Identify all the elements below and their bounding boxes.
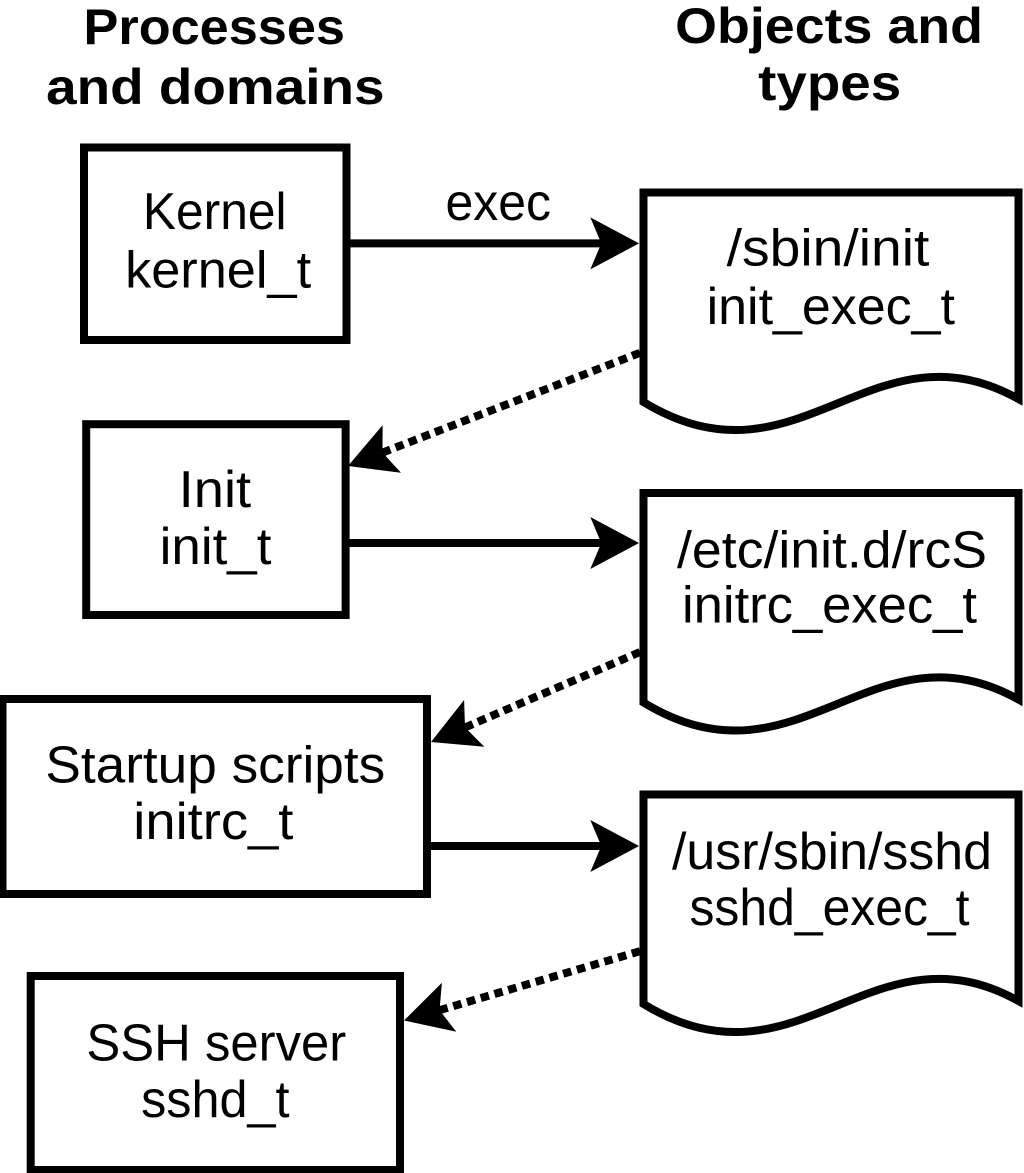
svg-text:sshd_t: sshd_t [141, 1071, 290, 1129]
svg-text:kernel_t: kernel_t [125, 242, 312, 300]
svg-text:/sbin/init: /sbin/init [727, 220, 930, 278]
svg-text:sshd_exec_t: sshd_exec_t [690, 879, 971, 937]
svg-text:initrc_exec_t: initrc_exec_t [682, 577, 978, 635]
svg-text:Objects and: Objects and [675, 0, 983, 54]
svg-text:types: types [758, 54, 901, 111]
svg-text:initrc_t: initrc_t [133, 793, 294, 851]
svg-text:and domains: and domains [46, 58, 384, 115]
svg-text:exec: exec [446, 174, 552, 232]
svg-text:Processes: Processes [84, 0, 346, 55]
svg-text:init_t: init_t [160, 518, 272, 576]
svg-text:SSH server: SSH server [86, 1014, 346, 1072]
svg-text:Init: Init [179, 461, 252, 519]
svg-text:/etc/init.d/rcS: /etc/init.d/rcS [677, 522, 987, 580]
svg-text:Kernel: Kernel [143, 183, 287, 241]
svg-text:/usr/sbin/sshd: /usr/sbin/sshd [672, 823, 992, 881]
svg-text:init_exec_t: init_exec_t [707, 278, 956, 336]
svg-text:Startup scripts: Startup scripts [45, 737, 385, 795]
